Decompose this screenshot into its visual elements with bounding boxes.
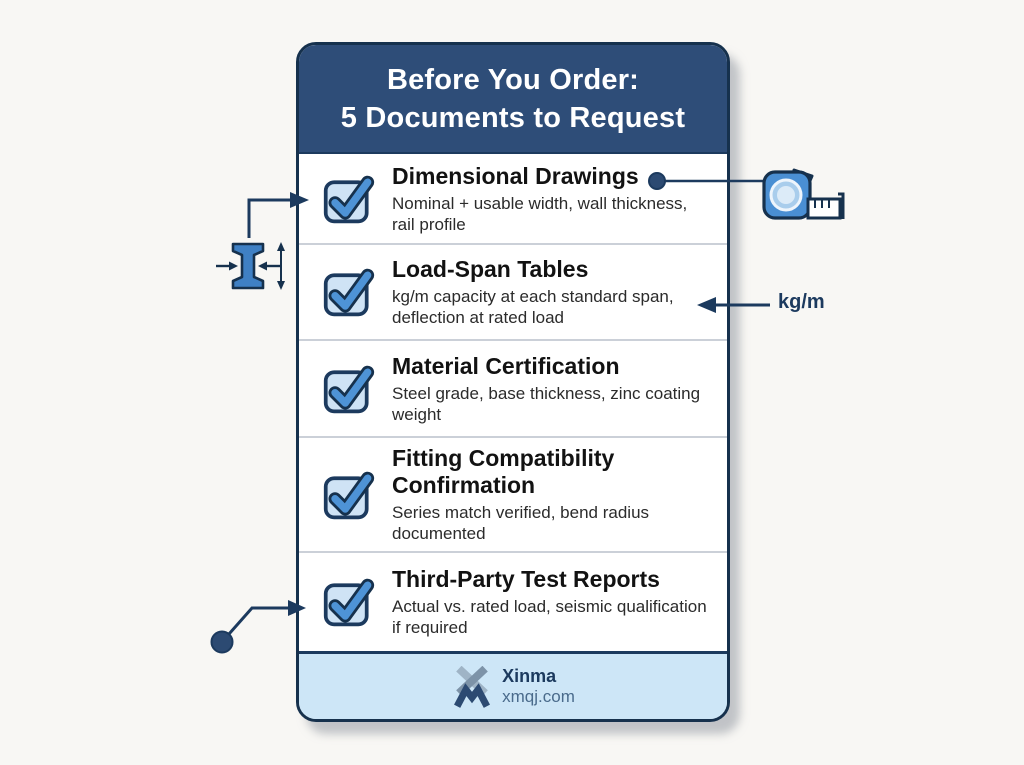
item-description: Series match verified, bend radius docum… xyxy=(392,503,650,543)
note-pointer-arrow xyxy=(210,600,306,654)
checklist-rows: Dimensional Drawings Nominal + usable wi… xyxy=(299,154,727,651)
header-title-line2: 5 Documents to Request xyxy=(340,101,686,134)
checklist-item-dimensional-drawings: Dimensional Drawings Nominal + usable wi… xyxy=(299,154,727,245)
item-title: Material Certification xyxy=(392,352,620,379)
checklist-item-material-certification: Material Certification Steel grade, base… xyxy=(299,341,727,438)
item-text: Third-Party Test Reports Actual vs. rate… xyxy=(392,566,707,638)
item-description: kg/m capacity at each standard span, def… xyxy=(392,287,674,327)
checkbox-checked-icon xyxy=(323,471,375,519)
brand-name: Xinma xyxy=(502,666,557,687)
item-text: Load-Span Tables kg/m capacity at each s… xyxy=(392,256,707,328)
brand-text: Xinma xmqj.com xyxy=(502,666,575,706)
i-beam-icon xyxy=(216,242,285,290)
item-title: Load-Span Tables xyxy=(392,256,589,282)
checklist-item-load-span-tables: Load-Span Tables kg/m capacity at each s… xyxy=(299,245,727,341)
item-text: Dimensional Drawings Nominal + usable wi… xyxy=(392,163,707,235)
item-text: Material Certification Steel grade, base… xyxy=(392,353,707,425)
item-title: Third-Party Test Reports xyxy=(392,566,660,592)
brand-website: xmqj.com xyxy=(502,687,575,707)
checklist-card: Before You Order: 5 Documents to Request… xyxy=(296,42,730,722)
item-text: Fitting Compatibility Confirmation Serie… xyxy=(392,445,707,544)
item-title: Dimensional Drawings xyxy=(392,162,639,189)
item-description: Steel grade, base thickness, zinc coatin… xyxy=(392,383,701,424)
checkbox-checked-icon xyxy=(323,268,375,317)
card-header: Before You Order: 5 Documents to Request xyxy=(299,45,727,154)
item-description: Actual vs. rated load, seismic qualifica… xyxy=(392,597,707,637)
card-footer: Xinma xmqj.com xyxy=(299,651,727,719)
checkbox-checked-icon xyxy=(323,175,375,223)
tape-measure-icon xyxy=(762,168,845,220)
checklist-item-fitting-compatibility: Fitting Compatibility Confirmation Serie… xyxy=(299,438,727,553)
checkbox-checked-icon xyxy=(323,578,375,627)
header-title-line1: Before You Order: xyxy=(386,63,640,96)
kgm-label: kg/m xyxy=(778,291,825,313)
checkbox-checked-icon xyxy=(323,365,375,413)
brand-monogram-icon xyxy=(454,665,491,708)
item-title: Fitting Compatibility Confirmation xyxy=(392,445,615,498)
item-description: Nominal + usable width, wall thickness, … xyxy=(392,193,688,234)
checklist-item-third-party-test-reports: Third-Party Test Reports Actual vs. rate… xyxy=(299,553,727,651)
